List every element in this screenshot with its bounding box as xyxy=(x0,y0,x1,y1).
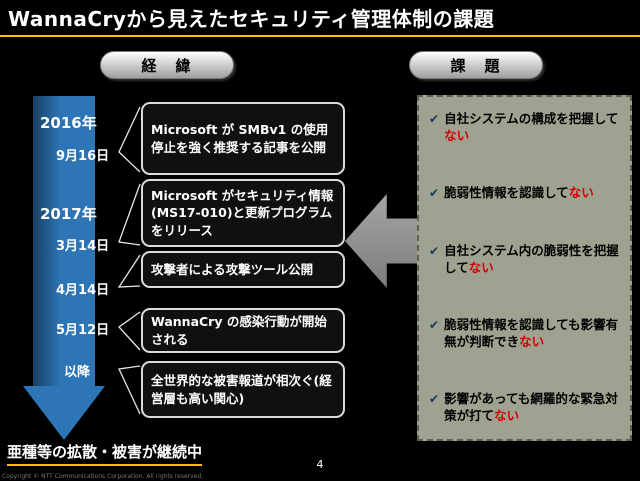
timeline-event-text: WannaCry の感染行動が開始される xyxy=(151,314,327,347)
copyright-text: Copyright © NTT Communications Corporati… xyxy=(2,473,204,480)
timeline-marker-mar14: 3月14日 xyxy=(56,239,110,254)
timeline-marker-2017: 2017年 xyxy=(40,205,97,223)
issue-red-text: ない xyxy=(568,185,594,201)
timeline-event-text: 全世界的な被害報道が相次ぐ(経営層も高い関心) xyxy=(151,373,332,406)
timeline-event-text: Microsoft がセキュリティ情報(MS17-010)と更新プログラムをリリ… xyxy=(151,187,334,238)
issue-item: ✔ 脆弱性情報を認識しても影響有無が判断できない xyxy=(429,317,620,351)
timeline-event-box: Microsoft が SMBv1 の使用停止を強く推奨する記事を公開 xyxy=(141,102,345,175)
timeline-event-text: 攻撃者による攻撃ツール公開 xyxy=(151,261,314,277)
timeline-event-text: Microsoft が SMBv1 の使用停止を強く推奨する記事を公開 xyxy=(151,122,329,155)
timeline-arrow-head xyxy=(23,386,105,440)
issue-item: ✔ 自社システムの構成を把握してない xyxy=(429,111,620,145)
timeline-event-box: 攻撃者による攻撃ツール公開 xyxy=(141,251,345,288)
timeline-marker-may12: 5月12日 xyxy=(56,323,110,338)
title-underline xyxy=(0,35,640,37)
footer-status-text: 亜種等の拡散・被害が継続中 xyxy=(7,441,203,466)
timeline-arrow-body xyxy=(33,96,95,386)
checkmark-icon: ✔ xyxy=(429,186,440,201)
issue-text: 影響があっても網羅的な緊急対策が打てない xyxy=(444,391,618,424)
issue-red-text: ない xyxy=(444,127,470,143)
left-pointing-arrow xyxy=(345,194,417,288)
timeline-event-box: Microsoft がセキュリティ情報(MS17-010)と更新プログラムをリリ… xyxy=(141,179,345,247)
issue-text: 脆弱性情報を認識しても影響有無が判断できない xyxy=(444,316,619,349)
checkmark-icon: ✔ xyxy=(429,392,440,407)
page-number: 4 xyxy=(316,458,324,471)
page-title: WannaCryから見えたセキュリティ管理体制の課題 xyxy=(8,7,495,31)
issue-text: 脆弱性情報を認識してない xyxy=(444,185,594,201)
issue-red-text: ない xyxy=(468,259,494,275)
issue-red-text: ない xyxy=(494,408,520,424)
issues-panel: ✔ 自社システムの構成を把握してない ✔ 脆弱性情報を認識してない ✔ 自社シス… xyxy=(417,95,632,441)
issue-item: ✔ 自社システム内の脆弱性を把握してない xyxy=(429,243,620,277)
timeline-marker-sep16: 9月16日 xyxy=(56,149,110,164)
checkmark-icon: ✔ xyxy=(429,112,440,126)
timeline-marker-after: 以降 xyxy=(64,365,91,380)
timeline-event-box: 全世界的な被害報道が相次ぐ(経営層も高い関心) xyxy=(141,361,345,418)
issue-text: 自社システムの構成を把握してない xyxy=(444,111,619,143)
checkmark-icon: ✔ xyxy=(429,317,440,332)
timeline-marker-2016: 2016年 xyxy=(40,114,97,132)
checkmark-icon: ✔ xyxy=(429,243,440,258)
section-pill-issues: 課 題 xyxy=(409,51,543,79)
issue-text: 自社システム内の脆弱性を把握してない xyxy=(444,242,619,275)
issue-red-text: ない xyxy=(519,333,545,349)
section-pill-history: 経 緯 xyxy=(100,51,234,79)
timeline-event-box: WannaCry の感染行動が開始される xyxy=(141,308,345,353)
timeline-marker-apr14: 4月14日 xyxy=(56,283,110,298)
issue-item: ✔ 脆弱性情報を認識してない xyxy=(429,185,620,202)
issue-item: ✔ 影響があっても網羅的な緊急対策が打てない xyxy=(429,391,620,425)
